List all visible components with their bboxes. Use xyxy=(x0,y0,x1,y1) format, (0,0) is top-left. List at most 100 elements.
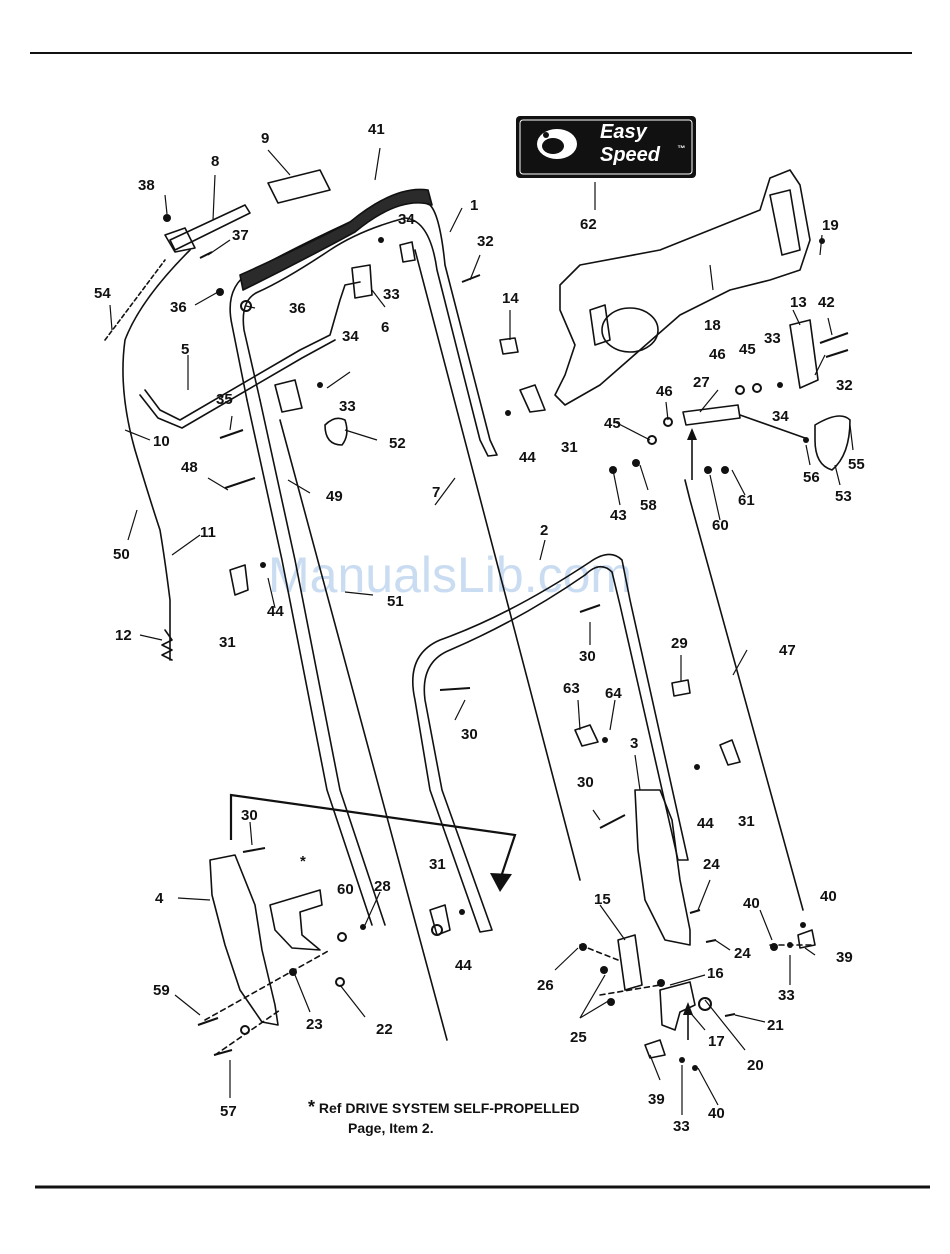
label-59: 59 xyxy=(153,982,170,999)
label-60b: 60 xyxy=(712,517,729,534)
label-46a: 46 xyxy=(709,346,726,363)
label-28: 28 xyxy=(374,878,391,895)
label-58: 58 xyxy=(640,497,657,514)
svg-text:Speed: Speed xyxy=(600,144,661,166)
label-30a: 30 xyxy=(241,807,258,824)
label-29: 29 xyxy=(671,635,688,652)
label-40c: 40 xyxy=(708,1105,725,1122)
label-38: 38 xyxy=(138,177,155,194)
label-47: 47 xyxy=(779,642,796,659)
label-33e: 33 xyxy=(673,1118,690,1135)
label-30b: 30 xyxy=(461,726,478,743)
label-13: 13 xyxy=(790,294,807,311)
label-55: 55 xyxy=(848,456,865,473)
label-51: 51 xyxy=(387,593,404,610)
label-15: 15 xyxy=(594,891,611,908)
label-23: 23 xyxy=(306,1016,323,1033)
label-62: 62 xyxy=(580,216,597,233)
part-labels: 1 2 3 4 5 6 7 8 9 10 11 12 13 14 15 16 1… xyxy=(94,121,865,1135)
label-34b: 34 xyxy=(342,328,359,345)
lower-handle xyxy=(411,553,689,933)
label-53: 53 xyxy=(835,488,852,505)
handle-panel xyxy=(554,169,811,406)
label-50: 50 xyxy=(113,546,130,563)
svg-text:Easy: Easy xyxy=(600,121,648,143)
label-9: 9 xyxy=(261,130,269,147)
label-42: 42 xyxy=(818,294,835,311)
label-63: 63 xyxy=(563,680,580,697)
label-1: 1 xyxy=(470,197,478,214)
label-20: 20 xyxy=(747,1057,764,1074)
label-41: 41 xyxy=(368,121,385,138)
label-25: 25 xyxy=(570,1029,587,1046)
label-43: 43 xyxy=(610,507,627,524)
bolts xyxy=(197,251,849,1056)
label-35: 35 xyxy=(216,391,233,408)
label-31d: 31 xyxy=(429,856,446,873)
label-17: 17 xyxy=(708,1033,725,1050)
parts-linework xyxy=(104,169,851,1059)
label-56: 56 xyxy=(803,469,820,486)
label-45a: 45 xyxy=(739,341,756,358)
svg-text:™: ™ xyxy=(677,144,685,153)
label-32a: 32 xyxy=(477,233,494,250)
reference-note-line2: Page, Item 2. xyxy=(348,1120,434,1136)
label-18: 18 xyxy=(704,317,721,334)
label-2: 2 xyxy=(540,522,548,539)
label-40a: 40 xyxy=(820,888,837,905)
note-line2: Page, Item 2. xyxy=(348,1120,434,1136)
label-64: 64 xyxy=(605,685,622,702)
hardware xyxy=(163,214,825,1071)
label-57: 57 xyxy=(220,1103,237,1120)
label-34a: 34 xyxy=(398,211,415,228)
label-44a: 44 xyxy=(519,449,536,466)
label-36a: 36 xyxy=(170,299,187,316)
label-21: 21 xyxy=(767,1017,784,1034)
label-60a: 60 xyxy=(337,881,354,898)
upper-handle xyxy=(229,199,498,457)
label-33b: 33 xyxy=(339,398,356,415)
label-54: 54 xyxy=(94,285,111,302)
label-24b: 24 xyxy=(734,945,751,962)
label-star: * xyxy=(300,853,306,870)
label-31c: 31 xyxy=(738,813,755,830)
label-26: 26 xyxy=(537,977,554,994)
label-40b: 40 xyxy=(743,895,760,912)
label-10: 10 xyxy=(153,433,170,450)
leader-lines xyxy=(109,147,854,1115)
watermark: ManualsLib.com xyxy=(268,547,632,603)
label-32b: 32 xyxy=(836,377,853,394)
label-48: 48 xyxy=(181,459,198,476)
label-44d: 44 xyxy=(455,957,472,974)
label-6: 6 xyxy=(381,319,389,336)
label-11: 11 xyxy=(200,524,216,541)
label-52: 52 xyxy=(389,435,406,452)
reference-note: * Ref DRIVE SYSTEM SELF-PROPELLED xyxy=(308,1097,580,1118)
label-37: 37 xyxy=(232,227,249,244)
label-44b: 44 xyxy=(267,603,284,620)
note-asterisk: * xyxy=(308,1097,316,1117)
label-44c: 44 xyxy=(697,815,714,832)
bracket-3 xyxy=(634,789,691,946)
label-7: 7 xyxy=(432,484,440,501)
assembly-arrow xyxy=(229,793,517,892)
label-16: 16 xyxy=(707,965,724,982)
label-24: 24 xyxy=(703,856,720,873)
bracket-4 xyxy=(209,854,279,1026)
label-31a: 31 xyxy=(561,439,578,456)
label-39b: 39 xyxy=(648,1091,665,1108)
label-12: 12 xyxy=(115,627,132,644)
label-19: 19 xyxy=(822,217,839,234)
label-61: 61 xyxy=(738,492,755,509)
label-33c: 33 xyxy=(764,330,781,347)
label-14: 14 xyxy=(502,290,519,307)
label-30c: 30 xyxy=(579,648,596,665)
label-49: 49 xyxy=(326,488,343,505)
easy-speed-logo: Easy Speed ™ xyxy=(516,116,696,178)
label-30d: 30 xyxy=(577,774,594,791)
note-line1: Ref DRIVE SYSTEM SELF-PROPELLED xyxy=(318,1100,580,1116)
label-39a: 39 xyxy=(836,949,853,966)
label-45b: 45 xyxy=(604,415,621,432)
label-34c: 34 xyxy=(772,408,789,425)
label-36b: 36 xyxy=(289,300,306,317)
